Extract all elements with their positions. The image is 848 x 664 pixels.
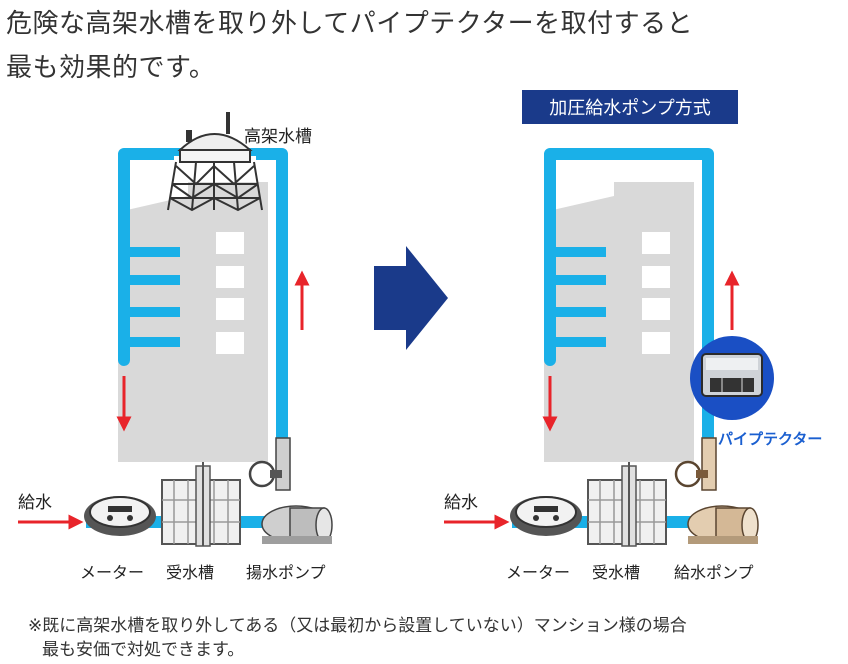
right-inlet-label: 給水	[444, 493, 478, 513]
pipe-tector-label: パイプテクター	[718, 430, 822, 448]
left-receiving-tank-icon	[161, 462, 241, 547]
headline: 危険な高架水槽を取り外してパイプテクターを取付すると 最も効果的です。	[6, 2, 693, 90]
system-banner-label: 加圧給水ポンプ方式	[549, 98, 710, 119]
right-building	[544, 182, 694, 462]
left-receiving-tank-label: 受水槽	[166, 563, 214, 582]
elevated-tank-label: 高架水槽	[244, 127, 312, 147]
footnote-line-1: ※既に高架水槽を取り外してある（又は最初から設置していない）マンション様の場合	[28, 616, 687, 636]
headline-line-2: 最も効果的です。	[6, 53, 216, 83]
left-building-windows	[216, 232, 244, 354]
footnote-line-2: 最も安価で対処できます。	[42, 640, 245, 660]
left-inlet-label: 給水	[18, 493, 52, 513]
left-meter-icon	[84, 496, 156, 536]
right-receiving-tank-icon	[587, 462, 667, 547]
left-meter-label: メーター	[80, 563, 144, 582]
left-diagram: 高架水槽 給水 メーター	[18, 112, 333, 582]
system-banner	[522, 90, 738, 124]
right-building-windows	[642, 232, 670, 354]
transition-arrow	[374, 246, 448, 350]
lift-pump-icon	[248, 437, 333, 544]
pipe-tector-device-icon	[690, 336, 774, 420]
right-pipe-branches	[550, 247, 606, 347]
lift-pump-label: 揚水ポンプ	[246, 563, 326, 582]
left-pipe-branches	[124, 247, 180, 347]
right-meter-icon	[510, 496, 582, 536]
booster-pump-label: 給水ポンプ	[674, 563, 754, 582]
booster-pump-icon	[674, 437, 759, 544]
left-building	[118, 182, 268, 462]
right-meter-label: メーター	[506, 563, 570, 582]
headline-line-1: 危険な高架水槽を取り外してパイプテクターを取付すると	[6, 9, 694, 39]
elevated-tank-icon	[167, 112, 263, 212]
footnote: ※既に高架水槽を取り外してある（又は最初から設置していない）マンション様の場合 …	[28, 614, 687, 662]
right-receiving-tank-label: 受水槽	[592, 563, 640, 582]
right-diagram: 加圧給水ポンプ方式 給水	[444, 90, 822, 582]
